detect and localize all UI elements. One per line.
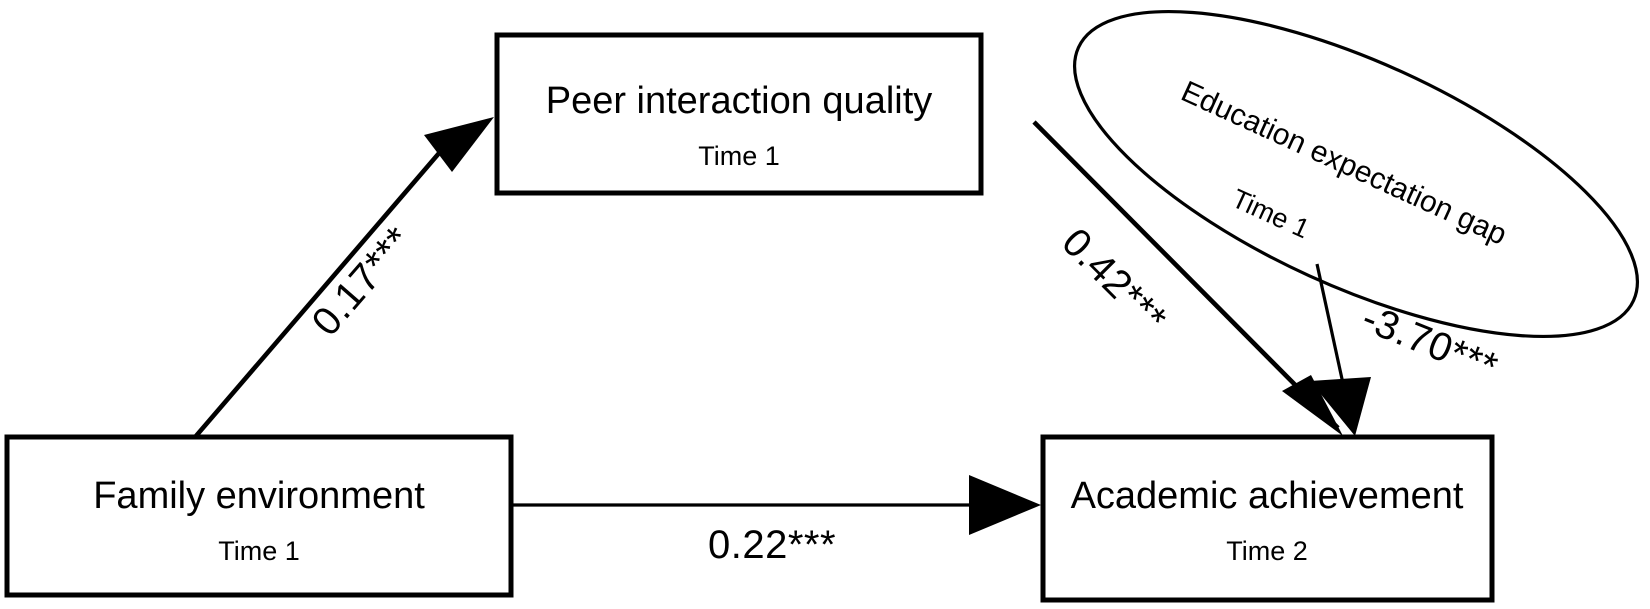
education-expectation-gap-ellipse xyxy=(1073,9,1639,339)
family-to-peer-arrowhead xyxy=(424,117,494,172)
family-environment-title: Family environment xyxy=(93,475,425,517)
family-environment-box xyxy=(4,434,514,598)
family-to-academic-arrowhead xyxy=(969,475,1041,535)
path-family-to-academic[interactable]: 0.22*** xyxy=(513,475,1041,567)
peer-to-academic-arrowhead xyxy=(1282,375,1343,436)
node-peer-interaction-quality[interactable]: Peer interaction quality Time 1 xyxy=(494,32,984,196)
path-family-to-peer[interactable]: 0.17*** xyxy=(194,117,494,438)
node-family-environment[interactable]: Family environment Time 1 xyxy=(4,434,514,598)
family-environment-subtitle: Time 1 xyxy=(218,536,300,566)
family-to-peer-coefficient: 0.17*** xyxy=(304,219,421,345)
peer-interaction-quality-title: Peer interaction quality xyxy=(546,80,933,122)
node-education-expectation-gap[interactable]: Education expectation gap Time 1 xyxy=(1032,0,1650,402)
peer-to-academic-coefficient: 0.42*** xyxy=(1053,220,1175,342)
peer-interaction-quality-subtitle: Time 1 xyxy=(698,141,780,171)
peer-to-academic-line xyxy=(1032,120,1340,430)
peer-interaction-quality-box xyxy=(494,32,984,196)
family-to-academic-coefficient: 0.22*** xyxy=(708,523,836,567)
gap-to-academic-arrowhead xyxy=(1310,377,1371,436)
node-academic-achievement[interactable]: Academic achievement Time 2 xyxy=(1040,434,1495,603)
academic-achievement-box xyxy=(1040,434,1495,603)
academic-achievement-subtitle: Time 2 xyxy=(1226,536,1308,566)
academic-achievement-title: Academic achievement xyxy=(1071,475,1464,517)
family-to-peer-line xyxy=(194,150,442,438)
